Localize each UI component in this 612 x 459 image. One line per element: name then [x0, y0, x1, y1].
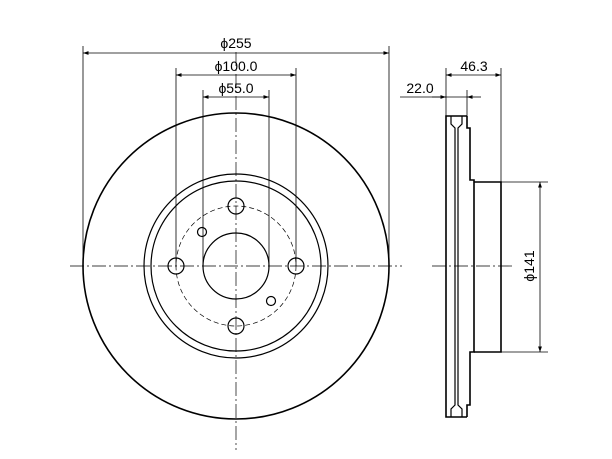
disc-outer-profile — [445, 115, 467, 418]
center-bore-label: ϕ55.0 — [218, 80, 253, 96]
side-view: 46.3 22.0 ϕ141 — [400, 58, 548, 418]
lug-hole-top — [227, 197, 245, 215]
vent-channel-left — [450, 116, 456, 417]
vent-channel-right — [457, 116, 463, 417]
lug-hole-bottom — [227, 317, 245, 335]
disc-inboard-face — [466, 116, 475, 417]
locating-hole-2 — [265, 295, 277, 307]
front-view: ϕ255 ϕ100.0 ϕ55.0 — [70, 35, 402, 450]
pcd-label: ϕ100.0 — [215, 58, 258, 74]
hat-inner-circle — [150, 180, 322, 352]
hat-outer-circle — [143, 173, 329, 359]
locating-hole-1 — [196, 226, 208, 238]
disc-thickness-label: 22.0 — [406, 80, 433, 96]
total-height-label: 46.3 — [460, 58, 487, 74]
hat-profile — [474, 181, 502, 353]
outer-diameter-label: ϕ255 — [220, 35, 251, 51]
hat-diameter-label: ϕ141 — [521, 250, 537, 281]
